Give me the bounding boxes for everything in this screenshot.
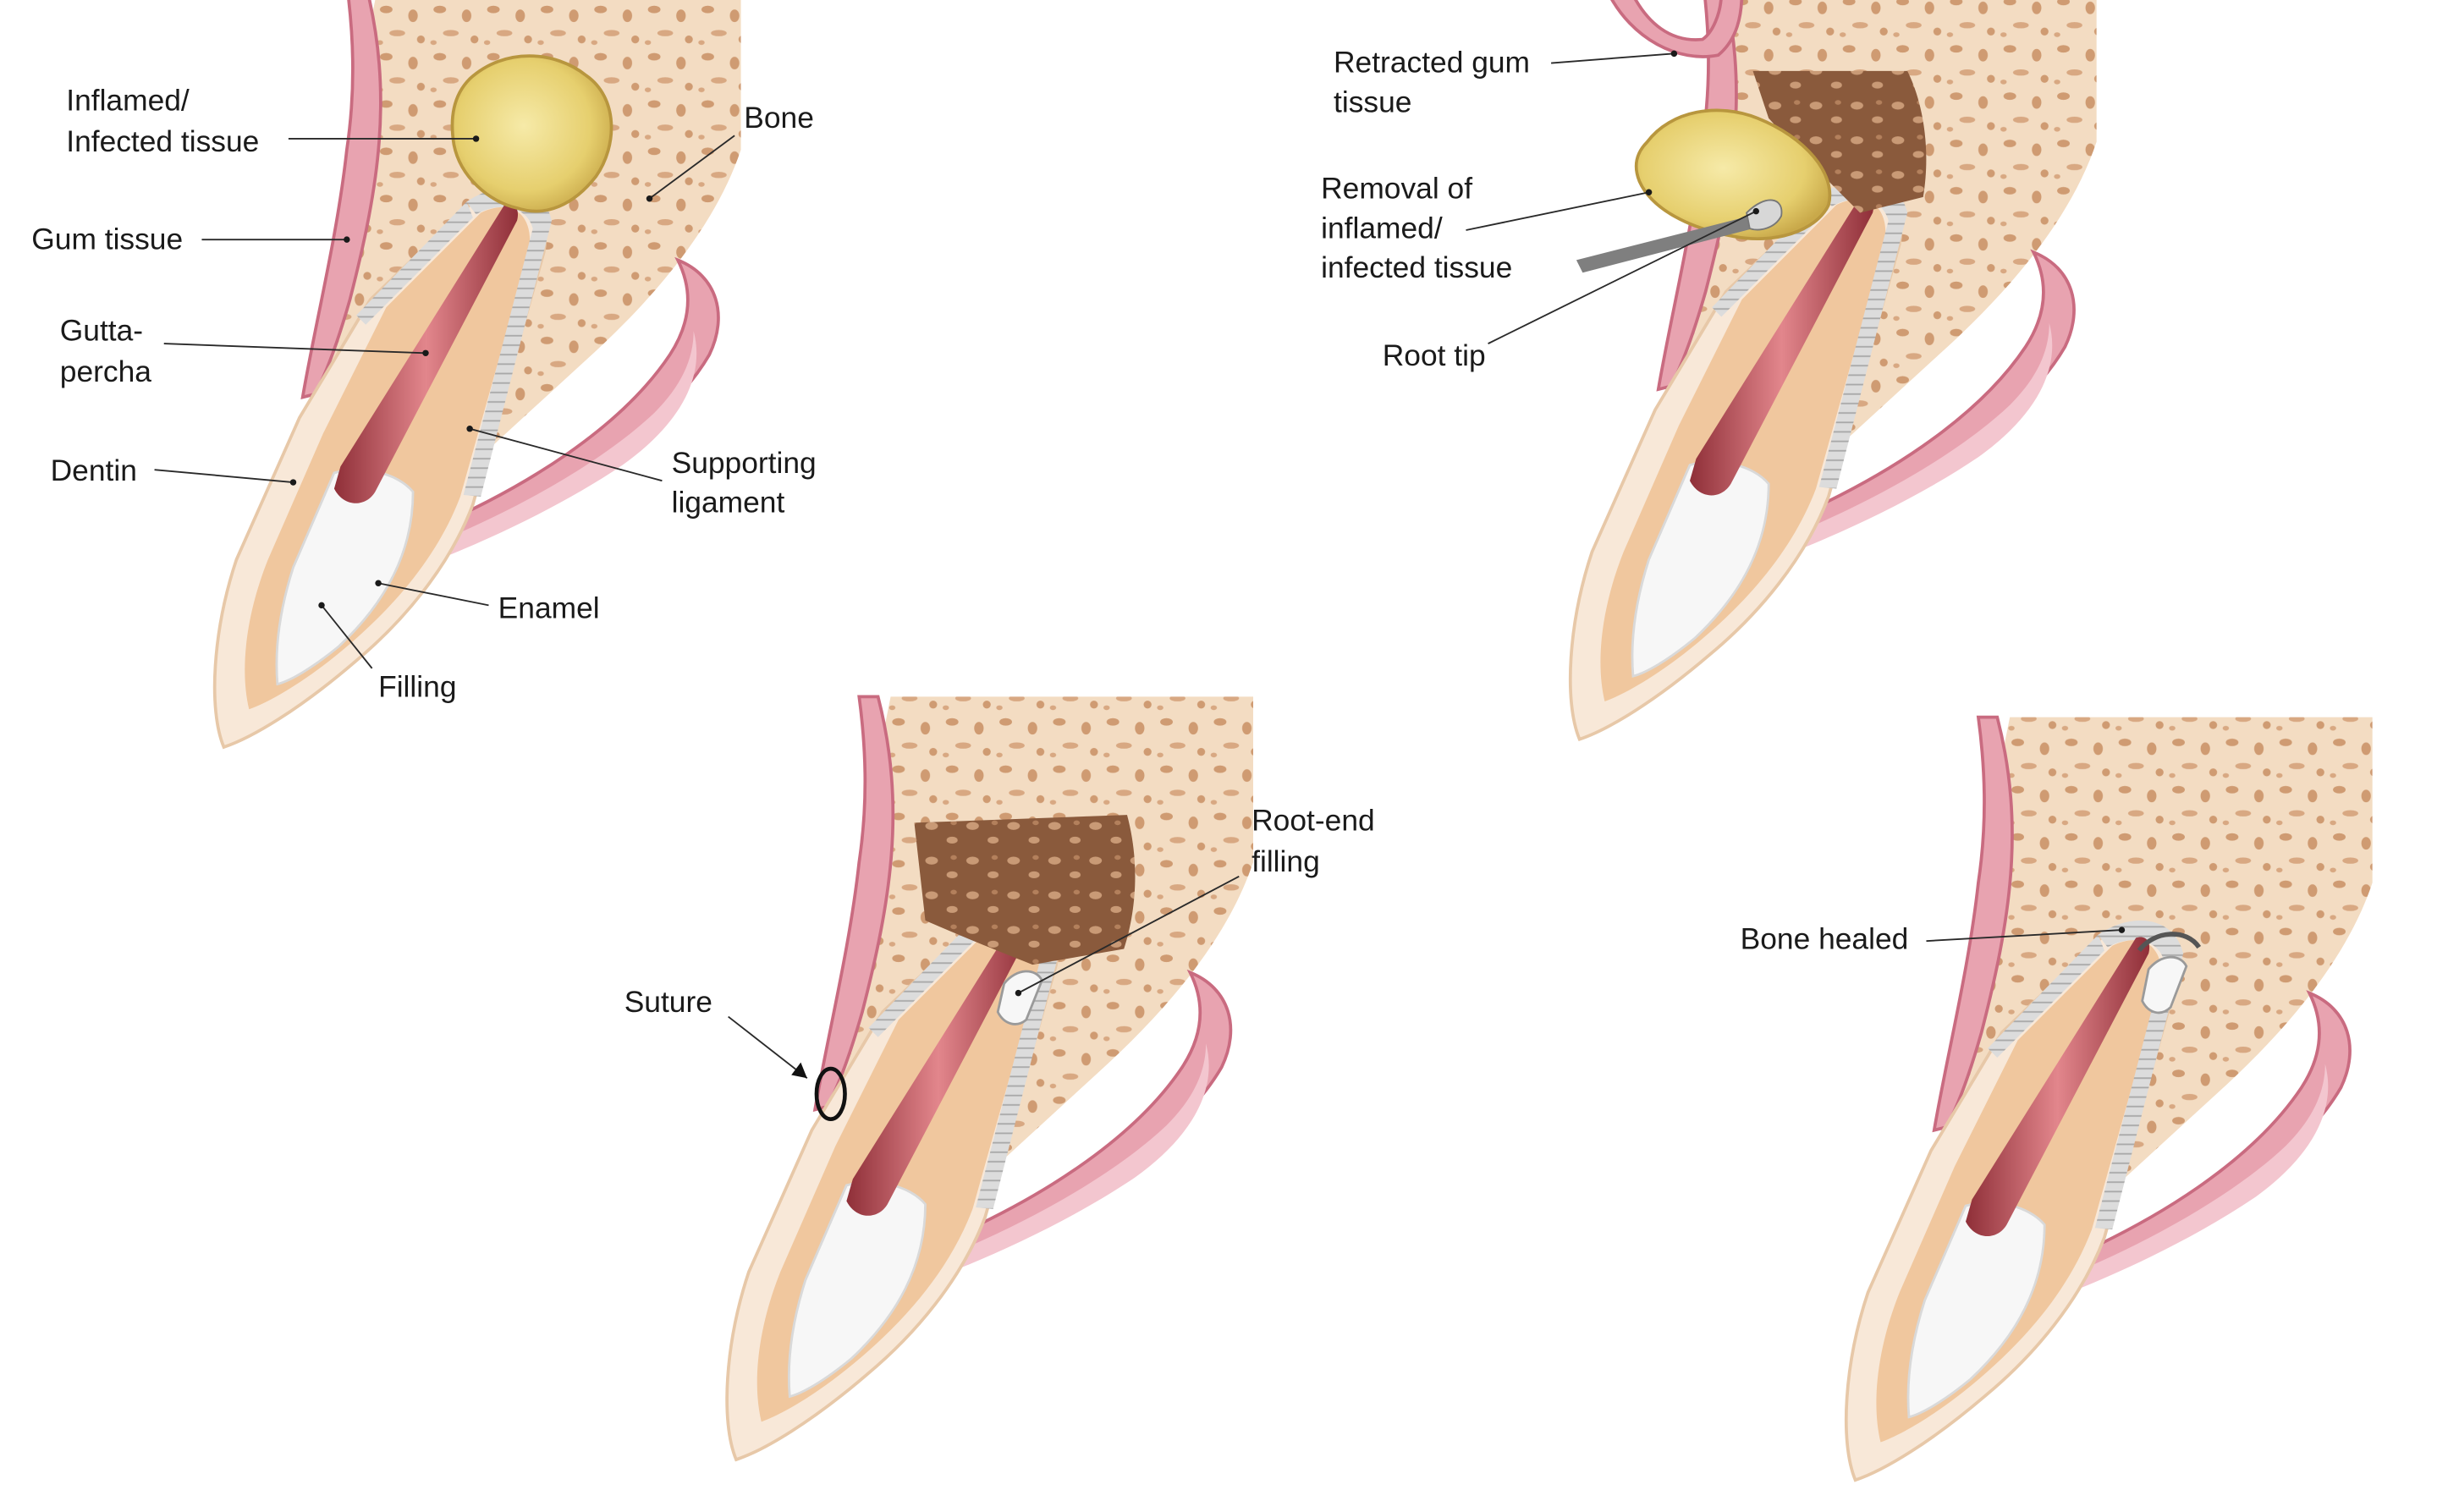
panel-anatomy: Inflamed/ Infected tissue Gum tissue Gut… (31, 0, 825, 749)
labels-sutured: Root-end filling Suture (624, 805, 1383, 1079)
infected-tissue-mass (450, 54, 613, 213)
label-supporting-ligament: Supporting ligament (672, 447, 825, 520)
label-retracted-gum: Retracted gum tissue (1334, 47, 1538, 119)
root-end-filling (2141, 955, 2188, 1014)
retracted-gum-flap (1610, 0, 1744, 58)
leader-gutta-percha (163, 343, 426, 355)
leader-dentin (154, 469, 294, 483)
label-gum-tissue: Gum tissue (31, 223, 183, 256)
labels-removal: Retracted gum tissue Removal of inflamed… (1321, 47, 1759, 372)
label-root-tip: Root tip (1383, 339, 1486, 372)
label-removal: Removal of inflamed/ infected tissue (1321, 173, 1512, 284)
leader-root-end-filling (1017, 875, 1240, 994)
panel-sutured: Root-end filling Suture (624, 695, 1383, 1461)
label-suture: Suture (624, 986, 712, 1019)
label-bone-healed: Bone healed (1741, 922, 1909, 955)
bone-cavity (914, 815, 1136, 965)
label-bone: Bone (744, 102, 814, 135)
arrow-head (791, 1062, 807, 1079)
panel-removal: Retracted gum tissue Removal of inflamed… (1321, 0, 2099, 741)
leader-enamel (377, 582, 489, 607)
leader-bone (648, 135, 735, 200)
label-enamel: Enamel (498, 591, 600, 624)
healed-bone-line (2137, 932, 2202, 953)
leader-ligament (469, 427, 663, 482)
suture-loop (814, 1066, 847, 1121)
leader-retracted-gum (1551, 52, 1675, 64)
label-filling: Filling (378, 670, 456, 703)
labels-anatomy: Inflamed/ Infected tissue Gum tissue Gut… (31, 84, 825, 703)
leader-suture (728, 1015, 808, 1079)
bone-cavity (1752, 70, 1927, 213)
tooth-illustration (1844, 715, 2374, 1482)
label-dentin: Dentin (51, 454, 137, 487)
panel-healed: Bone healed (1741, 715, 2374, 1482)
label-gutta-percha: Gutta- percha (60, 314, 151, 388)
label-root-end-filling: Root-end filling (1252, 805, 1383, 878)
leader-removal (1466, 191, 1649, 231)
root-end-filling (996, 970, 1043, 1025)
leader-root-tip (1488, 210, 1757, 344)
surgical-instrument (1576, 216, 1753, 273)
leader-filling (321, 604, 373, 669)
labels-healed: Bone healed (1741, 922, 2126, 955)
leader-bone-healed (1926, 929, 2122, 943)
label-inflamed: Inflamed/ Infected tissue (66, 84, 259, 157)
